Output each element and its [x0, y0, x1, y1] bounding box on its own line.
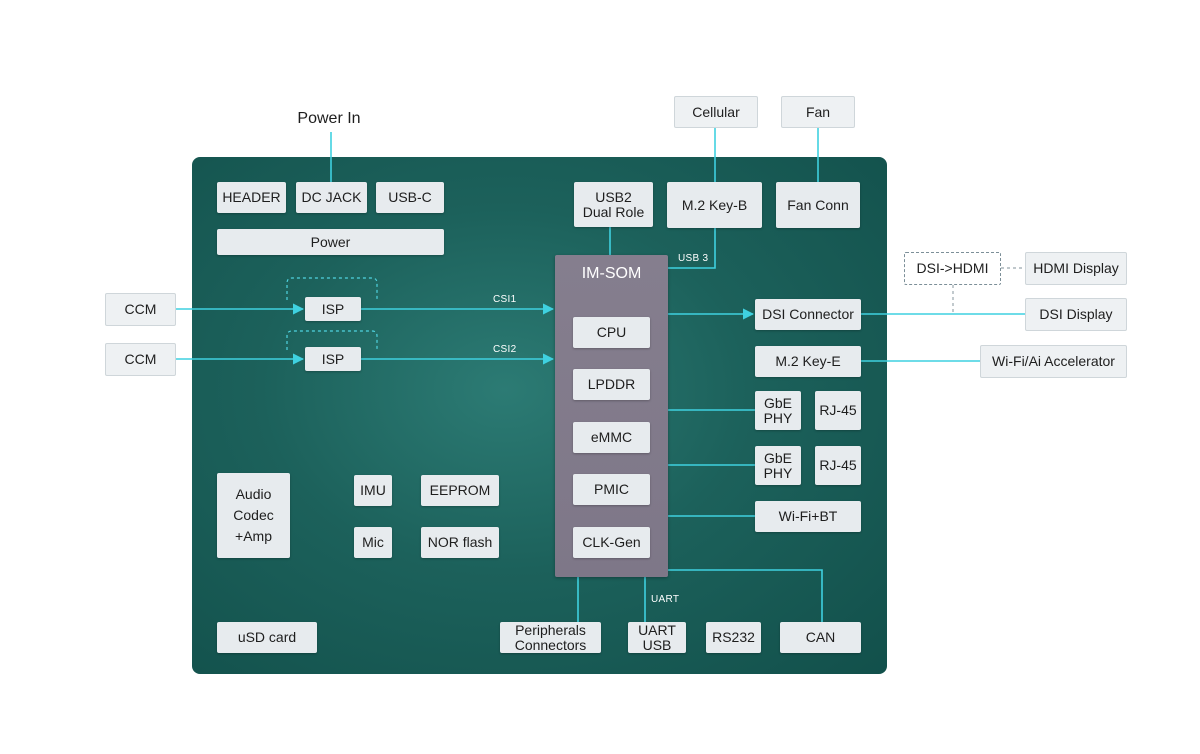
uart-usb-box: UART USB [628, 622, 686, 653]
dsi-hdmi-box: DSI->HDMI [904, 252, 1001, 285]
cpu-box: CPU [573, 317, 650, 348]
dsi-connector-box: DSI Connector [755, 299, 861, 330]
audio-codec-amp-box: Audio Codec +Amp [217, 473, 290, 558]
peripherals-connectors-box: Peripherals Connectors [500, 622, 601, 653]
fan-conn-box: Fan Conn [776, 182, 860, 228]
gbe-phy-box-1: GbE PHY [755, 391, 801, 430]
cellular-box: Cellular [674, 96, 758, 128]
imu-box: IMU [354, 475, 392, 506]
isp2-loop [286, 330, 378, 350]
nor-flash-box: NOR flash [421, 527, 499, 558]
line-usb3 [668, 228, 716, 269]
m2-key-e-box: M.2 Key-E [755, 346, 861, 377]
usb-c-box: USB-C [376, 182, 444, 213]
isp-box-2: ISP [305, 347, 361, 371]
dc-jack-box: DC JACK [296, 182, 367, 213]
wifi-bt-box: Wi-Fi+BT [755, 501, 861, 532]
fan-box: Fan [781, 96, 855, 128]
line-can [668, 569, 823, 622]
im-som-module: IM-SOM [555, 255, 668, 577]
dsi-display-box: DSI Display [1025, 298, 1127, 331]
power-box: Power [217, 229, 444, 255]
uart-label: UART [651, 594, 680, 605]
power-in-label: Power In [297, 110, 361, 127]
lpddr-box: LPDDR [573, 369, 650, 400]
usb2-dual-role-box: USB2 Dual Role [574, 182, 653, 227]
usb3-label: USB 3 [678, 253, 709, 264]
wifi-ai-accelerator-box: Wi-Fi/Ai Accelerator [980, 345, 1127, 378]
rs232-box: RS232 [706, 622, 761, 653]
mic-box: Mic [354, 527, 392, 558]
ccm-box-1: CCM [105, 293, 176, 326]
m2-key-b-box: M.2 Key-B [667, 182, 762, 228]
hdmi-display-box: HDMI Display [1025, 252, 1127, 285]
emmc-box: eMMC [573, 422, 650, 453]
isp-box-1: ISP [305, 297, 361, 321]
eeprom-box: EEPROM [421, 475, 499, 506]
clk-gen-box: CLK-Gen [573, 527, 650, 558]
rj45-box-2: RJ-45 [815, 446, 861, 485]
header-box: HEADER [217, 182, 286, 213]
rj45-box-1: RJ-45 [815, 391, 861, 430]
gbe-phy-box-2: GbE PHY [755, 446, 801, 485]
ccm-box-2: CCM [105, 343, 176, 376]
can-box: CAN [780, 622, 861, 653]
usd-card-box: uSD card [217, 622, 317, 653]
som-title: IM-SOM [581, 265, 642, 282]
isp1-loop [286, 277, 378, 300]
pmic-box: PMIC [573, 474, 650, 505]
csi2-label: CSI2 [493, 344, 517, 355]
csi1-label: CSI1 [493, 294, 517, 305]
